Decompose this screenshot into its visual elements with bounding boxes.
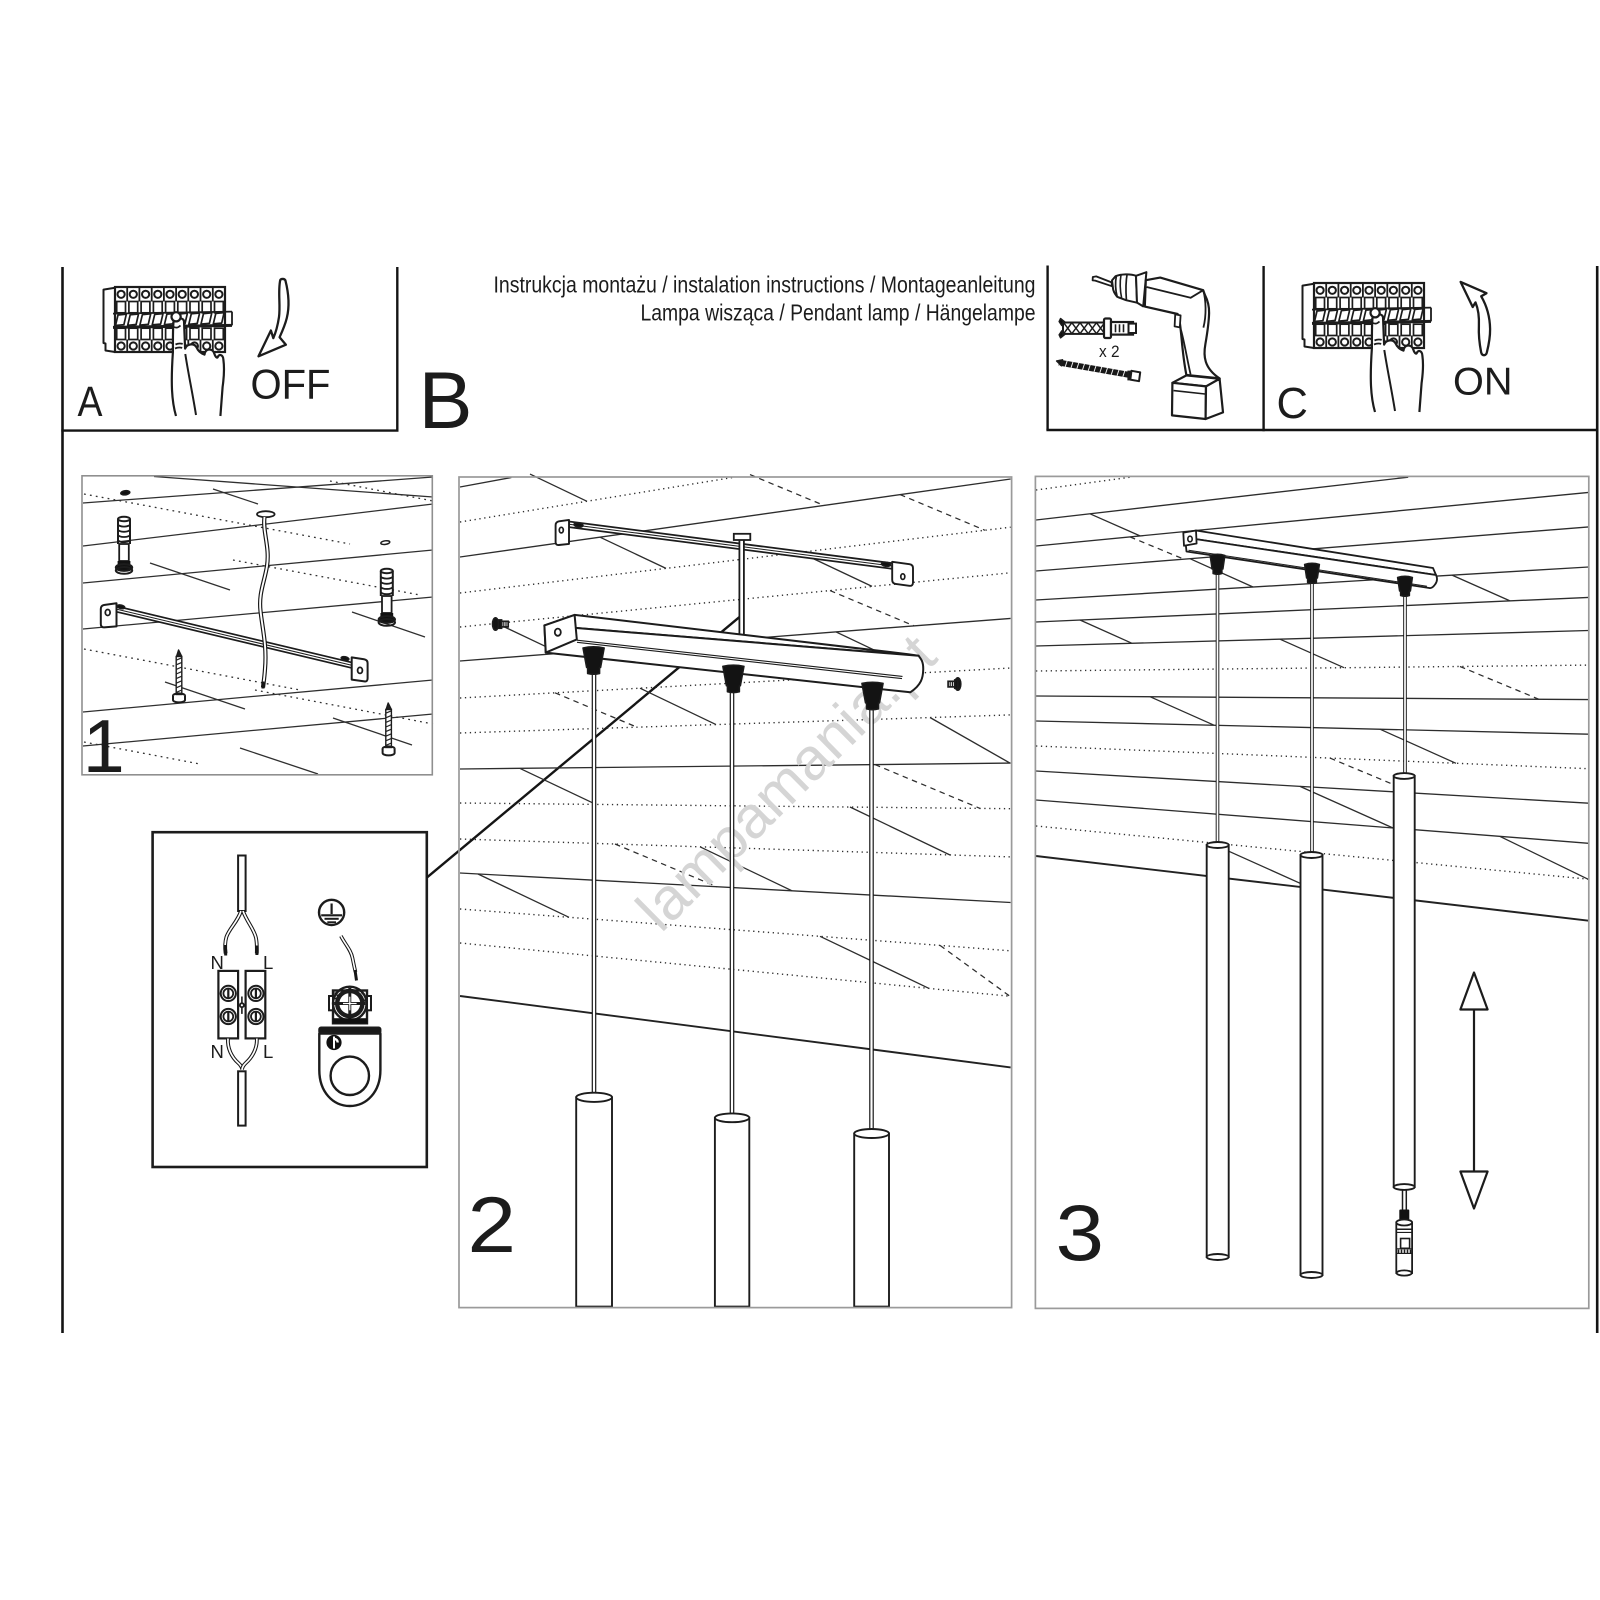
svg-text:x 2: x 2 — [1099, 343, 1120, 361]
svg-text:Lampa wisząca / Pendant lamp /: Lampa wisząca / Pendant lamp / Hängelamp… — [641, 299, 1036, 325]
svg-text:OFF: OFF — [251, 360, 331, 407]
svg-text:ON: ON — [1453, 361, 1513, 404]
svg-text:2: 2 — [468, 1180, 517, 1269]
svg-text:3: 3 — [1056, 1188, 1105, 1277]
svg-text:A: A — [78, 379, 104, 426]
svg-text:B: B — [419, 356, 473, 446]
svg-text:L: L — [263, 952, 273, 973]
svg-text:Instrukcja montażu / instalati: Instrukcja montażu / instalation instruc… — [494, 272, 1036, 298]
svg-text:C: C — [1277, 380, 1308, 428]
svg-text:N: N — [211, 952, 224, 973]
svg-text:N: N — [211, 1041, 224, 1062]
svg-text:L: L — [263, 1041, 273, 1062]
